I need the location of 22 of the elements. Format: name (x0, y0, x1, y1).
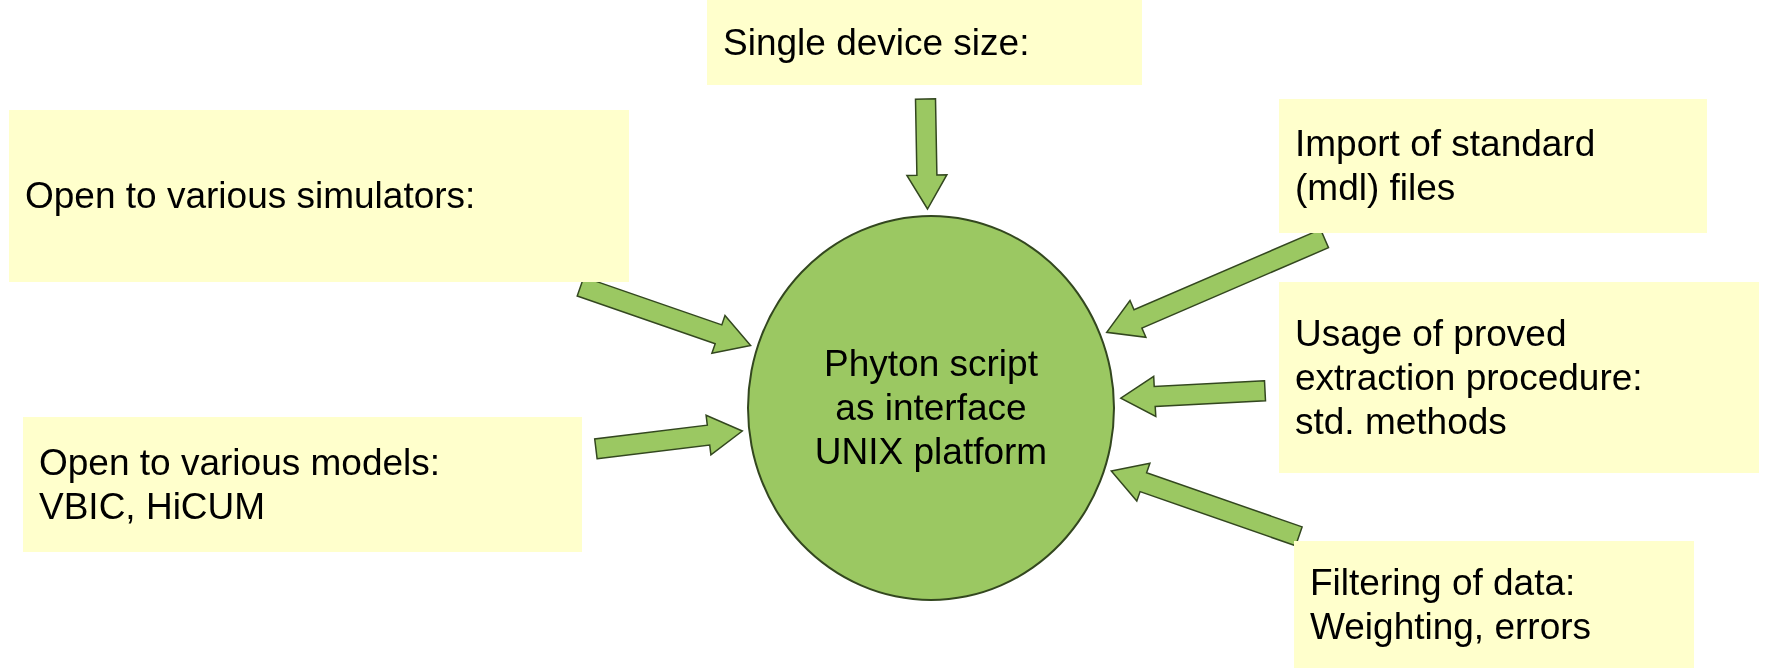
text-box (1294, 541, 1694, 668)
block-arrow (905, 98, 949, 211)
block-arrow (1109, 462, 1304, 547)
circle-label: Phyton script (824, 342, 1038, 386)
block-arrow (593, 414, 744, 460)
text-box (9, 110, 629, 282)
box-text: Open to various models: (39, 440, 442, 485)
circle-label: UNIX platform (814, 430, 1048, 474)
text-box (1279, 282, 1759, 473)
box-text: Usage of proved extraction procedure: (1295, 311, 1644, 400)
circle-label: as interface (835, 386, 1027, 430)
box-text: Weighting, errors (1310, 604, 1593, 649)
box-text: VBIC, HiCUM (39, 484, 267, 529)
text-box (707, 0, 1142, 85)
block-arrow (1119, 375, 1267, 418)
text-box (23, 417, 582, 552)
box-text: Open to various simulators: (25, 174, 477, 218)
box-text: std. methods (1295, 399, 1508, 444)
text-box (1279, 99, 1707, 233)
box-text: Filtering of data: (1310, 560, 1577, 605)
box-text: Import of standard (mdl) files (1295, 122, 1597, 210)
box-text: Single device size: (723, 20, 1031, 65)
